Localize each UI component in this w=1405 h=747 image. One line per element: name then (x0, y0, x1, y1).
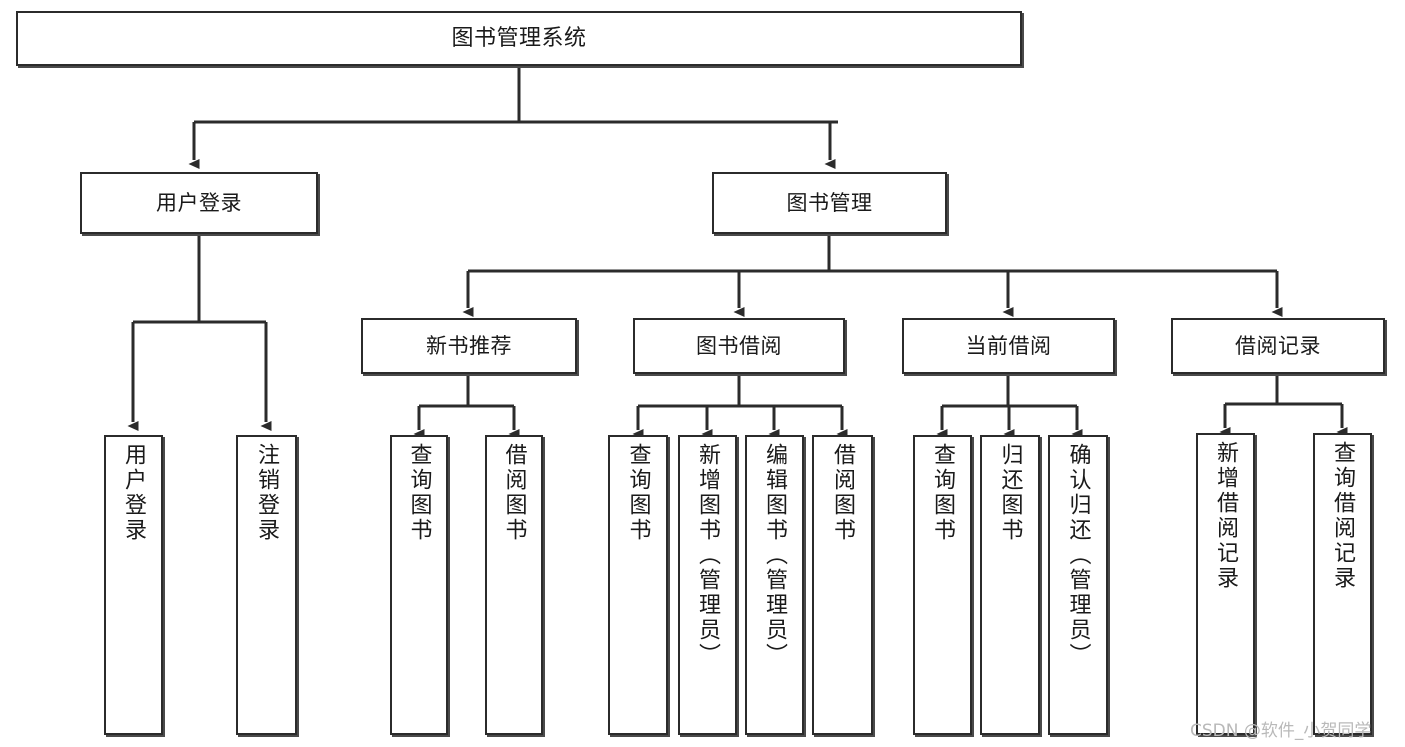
node-label-leaf-query-book-recommend: 查询图书 (406, 443, 432, 543)
node-label-leaf-query-borrow-record: 查询借阅记录 (1330, 441, 1356, 591)
watermark-text: CSDN @软件_小贺同学 (1190, 721, 1372, 741)
node-leaf-borrow-book-recommend[interactable]: 借阅图书 (485, 435, 543, 735)
node-root-system[interactable]: 图书管理系统 (16, 11, 1022, 66)
node-label-leaf-borrow-book-recommend: 借阅图书 (501, 443, 527, 543)
node-label-leaf-logout: 注销登录 (254, 443, 280, 543)
node-leaf-logout[interactable]: 注销登录 (236, 435, 297, 735)
node-leaf-add-borrow-record[interactable]: 新增借阅记录 (1196, 433, 1255, 735)
node-label-borrow-record: 借阅记录 (1235, 333, 1321, 358)
node-label-new-book-recommend: 新书推荐 (426, 333, 512, 358)
node-label-leaf-query-book-current: 查询图书 (930, 443, 956, 543)
node-leaf-edit-book-admin[interactable]: 编辑图书（管理员） (745, 435, 804, 735)
node-current-borrow[interactable]: 当前借阅 (902, 318, 1115, 374)
node-label-leaf-edit-book-admin: 编辑图书（管理员） (762, 443, 788, 668)
node-leaf-add-book-admin[interactable]: 新增图书（管理员） (678, 435, 737, 735)
node-label-leaf-user-login: 用户登录 (121, 443, 147, 543)
node-label-current-borrow: 当前借阅 (965, 333, 1052, 358)
node-label-root: 图书管理系统 (451, 25, 587, 51)
node-leaf-query-borrow-record[interactable]: 查询借阅记录 (1313, 433, 1372, 735)
node-leaf-borrow-book[interactable]: 借阅图书 (812, 435, 873, 735)
node-label-book-borrow: 图书借阅 (696, 333, 782, 358)
node-label-leaf-query-book-borrow: 查询图书 (625, 443, 651, 543)
node-leaf-query-book-current[interactable]: 查询图书 (913, 435, 972, 735)
node-leaf-query-book-borrow[interactable]: 查询图书 (608, 435, 668, 735)
node-new-book-recommend[interactable]: 新书推荐 (361, 318, 577, 374)
node-borrow-record[interactable]: 借阅记录 (1171, 318, 1385, 374)
node-leaf-confirm-return-admin[interactable]: 确认归还（管理员） (1048, 435, 1108, 735)
node-label-leaf-return-book: 归还图书 (997, 443, 1023, 543)
node-book-management[interactable]: 图书管理 (712, 172, 947, 234)
node-leaf-return-book[interactable]: 归还图书 (980, 435, 1040, 735)
node-label-leaf-add-book-admin: 新增图书（管理员） (695, 443, 721, 668)
node-leaf-user-login[interactable]: 用户登录 (104, 435, 163, 735)
node-user-login[interactable]: 用户登录 (80, 172, 318, 234)
node-label-leaf-confirm-return-admin: 确认归还（管理员） (1065, 443, 1091, 668)
node-book-borrow[interactable]: 图书借阅 (633, 318, 845, 374)
node-label-book-management: 图书管理 (786, 190, 873, 215)
node-label-leaf-add-borrow-record: 新增借阅记录 (1213, 441, 1239, 591)
node-label-user-login: 用户登录 (156, 190, 242, 215)
node-leaf-query-book-recommend[interactable]: 查询图书 (390, 435, 448, 735)
node-label-leaf-borrow-book: 借阅图书 (830, 443, 856, 543)
